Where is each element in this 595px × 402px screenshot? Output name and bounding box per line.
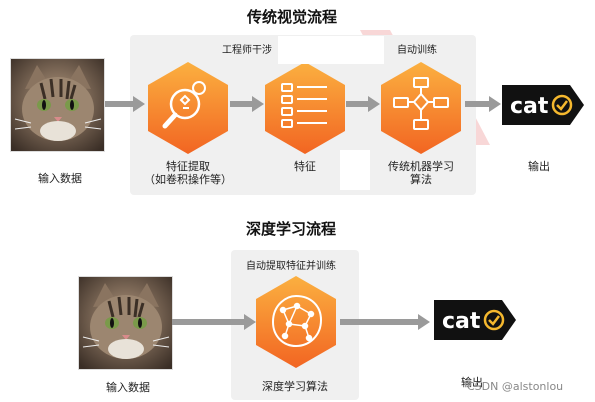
deep-output-tag-text: cat — [442, 309, 481, 334]
deep-output-label: 输出 — [461, 376, 483, 389]
deep-algo-label: 深度学习算法 — [262, 380, 328, 393]
redacted-block — [340, 150, 370, 190]
neural-network-icon — [271, 294, 323, 348]
feature-extraction-label: 特征提取 — [166, 160, 210, 173]
engineer-intervention-label: 工程师干涉 — [222, 45, 272, 56]
deep-output-cat-tag: cat — [434, 300, 516, 340]
arrow-extract-to-feature — [230, 96, 264, 112]
output-label: 输出 — [528, 160, 550, 173]
redacted-block — [278, 36, 384, 64]
input-data-label: 输入数据 — [38, 172, 82, 185]
feature-extraction-hexagon — [148, 62, 228, 154]
check-circle-icon — [483, 309, 505, 331]
flowchart-icon — [393, 77, 449, 130]
traditional-ml-label: 传统机器学习 — [388, 160, 454, 173]
auto-training-label: 自动训练 — [397, 45, 437, 56]
feature-list-icon — [281, 83, 327, 128]
arrow-deep-input-to-algo — [172, 314, 256, 330]
features-label: 特征 — [294, 160, 316, 173]
arrow-ml-to-output — [465, 96, 501, 112]
arrow-input-to-extract — [105, 96, 145, 112]
deep-input-cat-image — [78, 276, 173, 370]
magnifier-gear-icon — [162, 81, 206, 129]
arrow-deep-algo-to-output — [340, 314, 430, 330]
deep-learning-hexagon — [256, 276, 336, 368]
csdn-watermark: CSDN @alstonlou — [467, 380, 564, 393]
traditional-pipeline-title: 传统视觉流程 — [247, 8, 338, 26]
arrow-feature-to-ml — [346, 96, 380, 112]
auto-extract-train-label: 自动提取特征并训练 — [246, 261, 336, 272]
check-circle-icon — [551, 94, 573, 116]
features-hexagon — [265, 62, 345, 154]
output-cat-tag: cat — [502, 85, 584, 125]
deep-pipeline-title: 深度学习流程 — [246, 220, 337, 238]
feature-extraction-sublabel: （如卷积操作等） — [144, 173, 232, 186]
deep-input-data-label: 输入数据 — [106, 381, 150, 394]
input-cat-image — [10, 58, 105, 152]
traditional-ml-hexagon — [381, 62, 461, 154]
output-tag-text: cat — [510, 94, 549, 119]
traditional-ml-sublabel: 算法 — [410, 173, 432, 186]
